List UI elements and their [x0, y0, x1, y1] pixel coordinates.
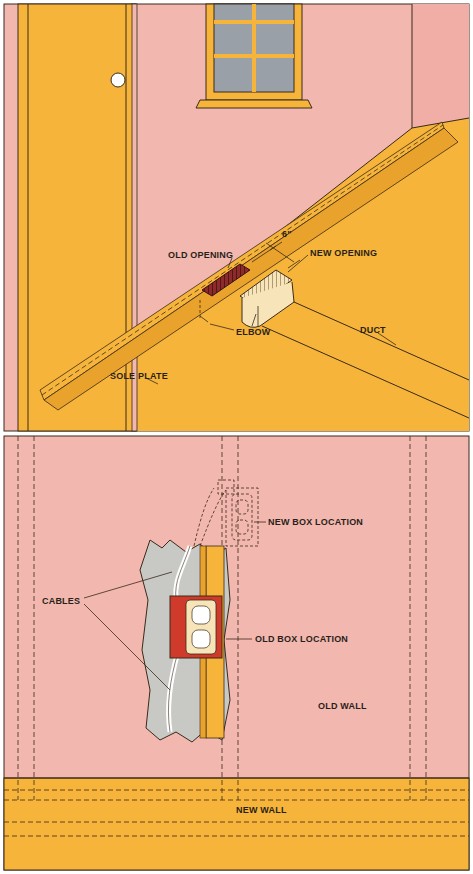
part-label: NEW OPENING — [310, 249, 377, 258]
part-label: DUCT — [360, 326, 386, 335]
part-label: CABLES — [42, 597, 80, 606]
part-label: SOLE PLATE — [110, 372, 168, 381]
part-label: ELBOW — [236, 328, 271, 337]
dimension-label: 6" — [282, 230, 292, 239]
part-label: OLD OPENING — [168, 251, 233, 260]
part-label: NEW BOX LOCATION — [268, 518, 363, 527]
part-label: OLD WALL — [318, 702, 367, 711]
part-label: OLD BOX LOCATION — [255, 635, 348, 644]
part-label: NEW WALL — [236, 806, 287, 815]
